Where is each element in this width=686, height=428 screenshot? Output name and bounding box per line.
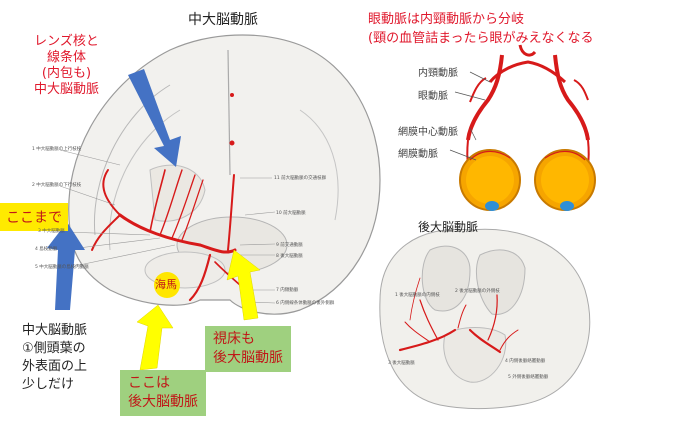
- blue-arrow-lentiform: [128, 69, 181, 167]
- label-retinal: 網膜動脈: [398, 149, 438, 160]
- pca-thalamus-callout: 視床も 後大脳動脈: [205, 326, 291, 372]
- lentiform-note-line: 線条体: [47, 50, 87, 65]
- figure-label: 6 内側線条体動脈の後外側群: [276, 301, 335, 306]
- blue-arrow-mca-lateral: [47, 222, 85, 310]
- yellow-arrow-thalamus: [226, 249, 261, 321]
- figure-label: 1 中大脳動脈の上行枝枝: [32, 147, 82, 152]
- figure-label: 2 中大脳動脈の下行枝枝: [32, 183, 82, 188]
- figure-label: 8 後大脳動脈: [276, 254, 303, 259]
- label-central-retinal: 網膜中心動脈: [398, 127, 458, 138]
- figure-label: 1 後大脳動脈の内側枝: [395, 293, 440, 298]
- note-line: ①側頭葉の: [22, 341, 86, 356]
- mca-lateral-note: 中大脳動脈 ①側頭葉の 外表面の上 少しだけ: [22, 322, 87, 394]
- figure-label: 9 前交通動脈: [276, 243, 303, 248]
- figure-label: 11 前大脳動脈の交通枝群: [274, 176, 327, 181]
- figure-label: 10 前大脳動脈: [276, 211, 306, 216]
- figure-label: 3 中大脳動脈: [38, 229, 65, 234]
- koko-made-callout: ここまで: [0, 203, 68, 231]
- note-line: 中大脳動脈: [22, 323, 88, 338]
- label-ophthalmic: 眼動脈: [418, 91, 448, 102]
- hippocampus-marker: [154, 272, 180, 298]
- figure-label: 7 内頸動脈: [276, 288, 299, 293]
- label-ica: 内頸動脈: [418, 68, 458, 79]
- ophthalmic-note-line2: (頸の血管詰まったら眼がみえなくなる: [368, 31, 594, 46]
- figure-label: 5 中大脳動脈の島枝内動脈: [35, 265, 89, 270]
- ophthalmic-note: 眼動脈は内頸動脈から分岐 (頸の血管詰まったら眼がみえなくなる: [368, 12, 594, 47]
- figure-label: 3 後大脳動脈: [388, 361, 415, 366]
- lentiform-note-line: (内包も): [41, 66, 92, 81]
- lentiform-note: レンズ核と 線条体 (内包も) 中大脳動脈: [34, 34, 99, 98]
- note-line: 外表面の上: [22, 359, 88, 374]
- yellow-arrow-hippocampus: [136, 304, 174, 371]
- note-line: 少しだけ: [22, 377, 75, 392]
- callout-line: 視床も: [213, 331, 255, 347]
- callout-line: 後大脳動脈: [128, 394, 198, 410]
- ophthalmic-figure: [449, 44, 596, 211]
- figure-label: 5 外側後脈絡叢動脈: [508, 375, 549, 380]
- pca-figure-title: 後大脳動脈: [418, 220, 479, 234]
- hippocampus-label: 海馬: [155, 278, 177, 291]
- ophthalmic-note-line1: 眼動脈は内頸動脈から分岐: [368, 12, 525, 27]
- lentiform-note-line: 中大脳動脈: [34, 82, 100, 97]
- lentiform-note-line: レンズ核と: [34, 34, 99, 49]
- pca-hippocampus-callout: ここは 後大脳動脈: [120, 370, 206, 416]
- callout-line: 後大脳動脈: [213, 350, 283, 366]
- figure-label: 4 内側後脈絡叢動脈: [505, 359, 546, 364]
- brain-coronal-section: [68, 34, 381, 315]
- figure-label: 4 島枝動脈: [35, 247, 58, 252]
- figure-label: 2 後大脳動脈の外側枝: [455, 289, 500, 294]
- mca-figure-title: 中大脳動脈: [188, 12, 258, 28]
- pca-figure: [379, 228, 591, 410]
- callout-line: ここは: [128, 375, 170, 391]
